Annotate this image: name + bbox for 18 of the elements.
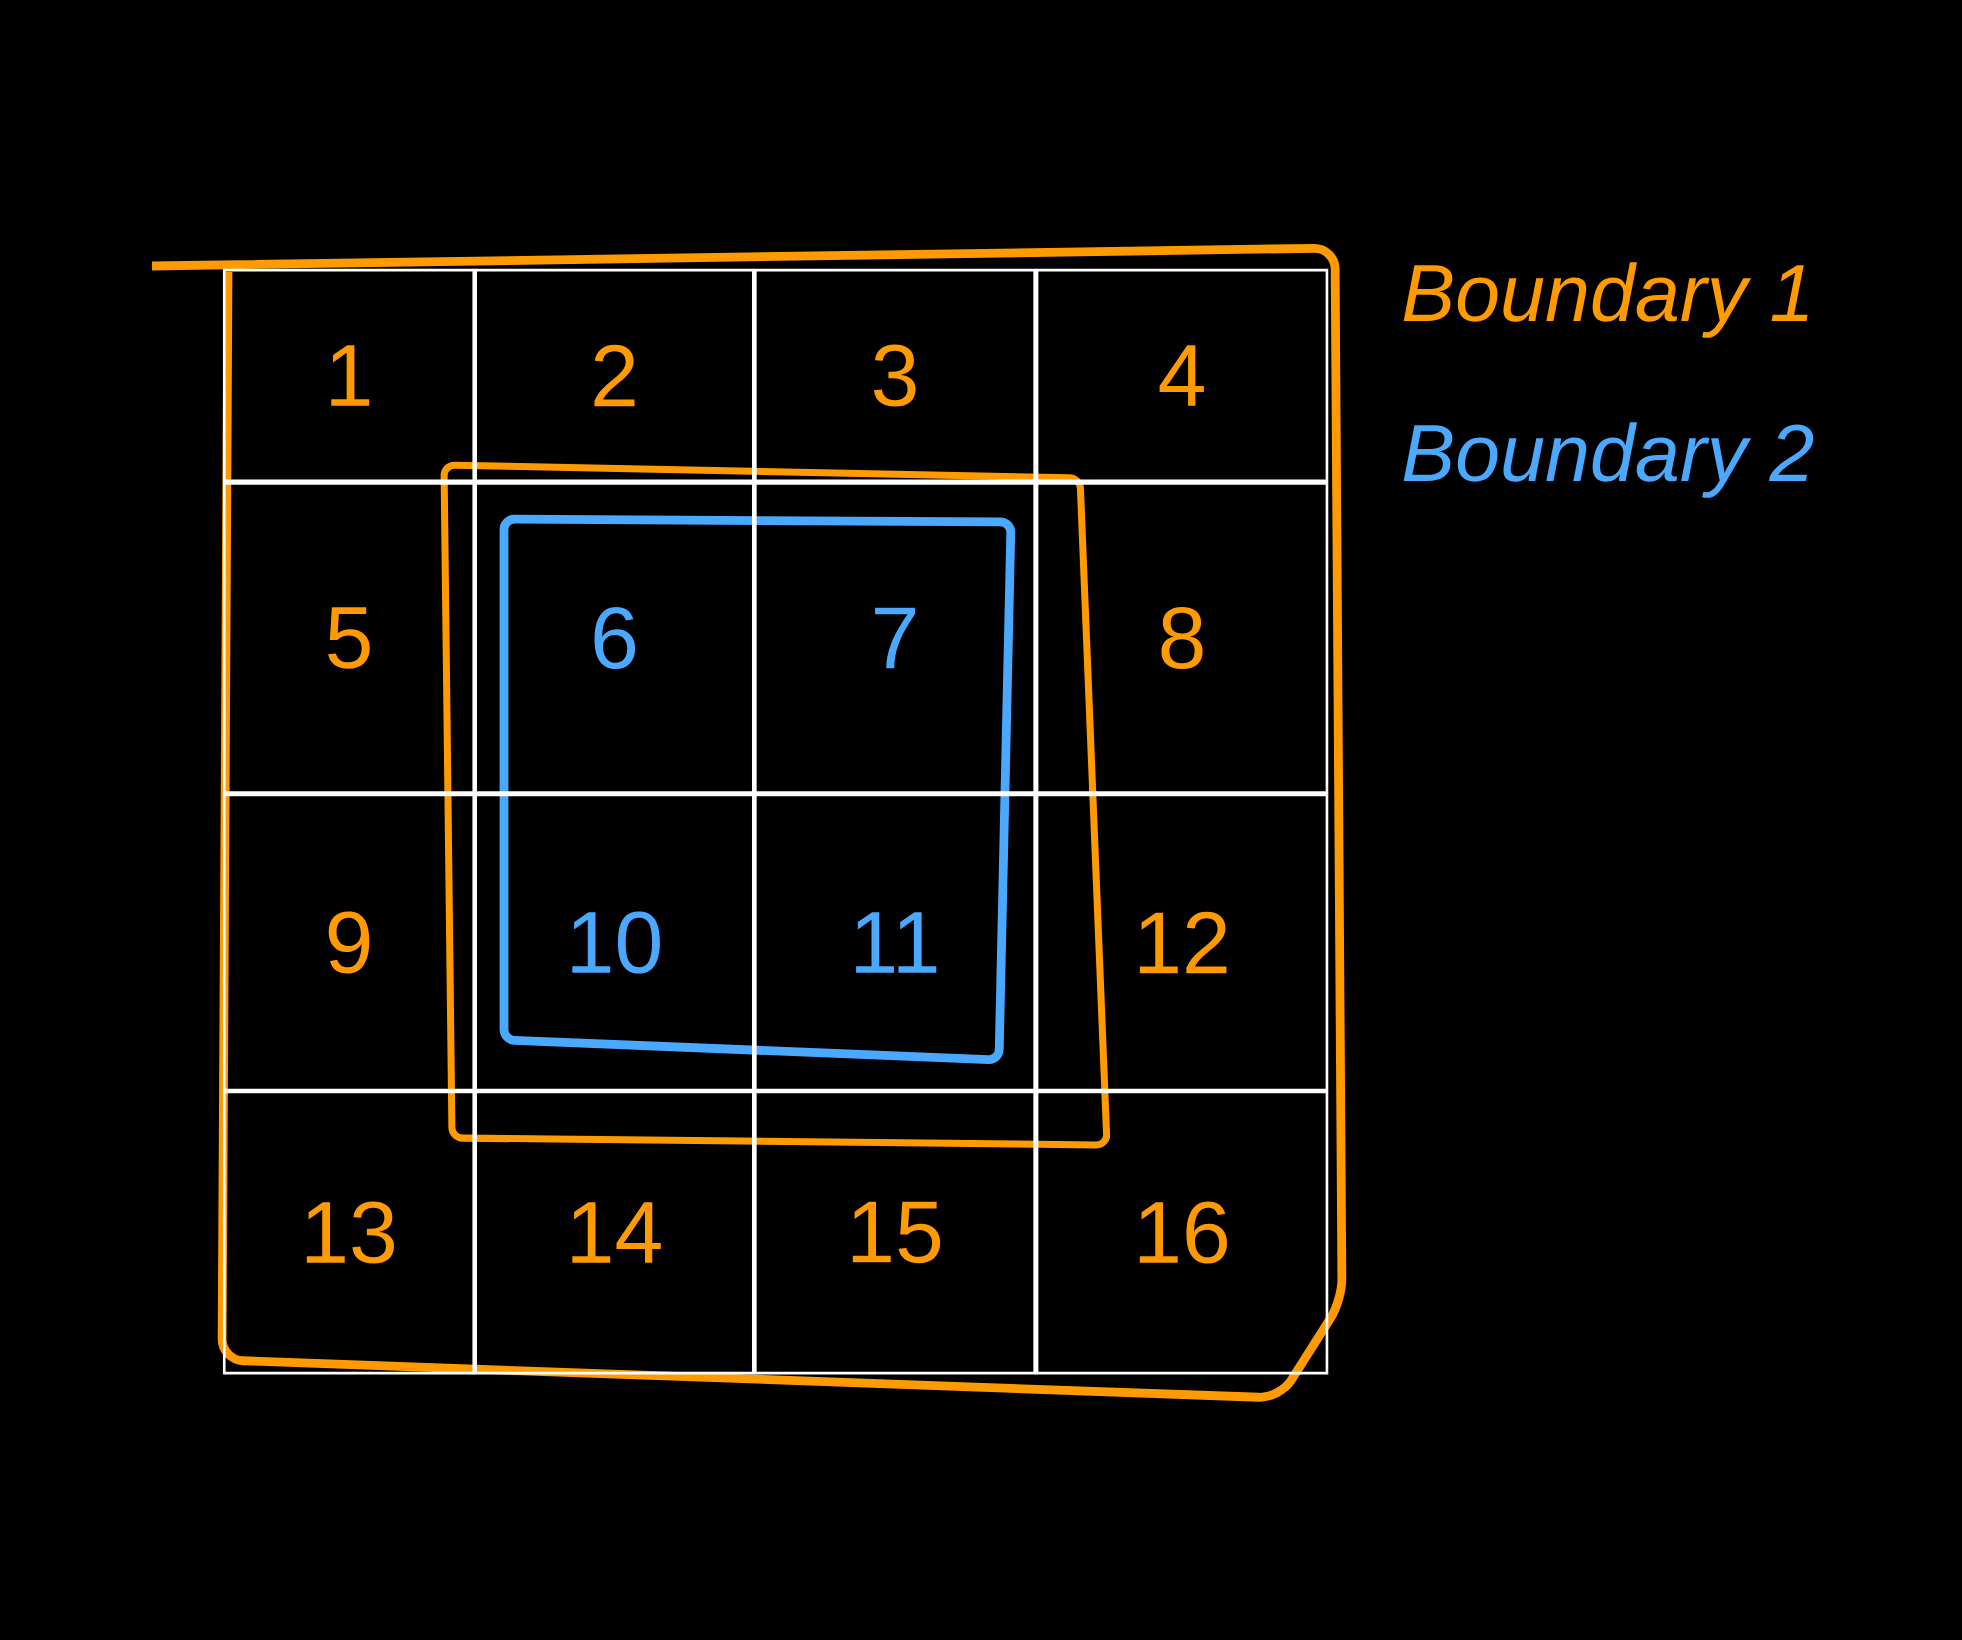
grid-cell: 7 <box>754 482 1036 794</box>
grid-cell: 12 <box>1035 793 1329 1092</box>
grid-cell: 6 <box>474 482 755 794</box>
grid-cell: 2 <box>474 268 755 483</box>
legend-label: Boundary 1 <box>1403 262 1808 338</box>
grid-cell: 10 <box>474 793 755 1092</box>
grid-cell: 14 <box>474 1090 755 1375</box>
grid-cell: 4 <box>1035 268 1329 483</box>
grid-cell: 16 <box>1035 1090 1329 1375</box>
grid-cell: 1 <box>222 268 476 483</box>
grid-cell: 9 <box>222 793 476 1092</box>
grid-cell: 3 <box>754 268 1036 483</box>
grid-cell: 8 <box>1035 482 1329 794</box>
grid-cell: 13 <box>222 1090 476 1375</box>
grid-cell: 11 <box>754 793 1036 1092</box>
grid-cell: 15 <box>754 1090 1036 1375</box>
grid-cell: 5 <box>222 482 476 794</box>
legend-label: Boundary 2 <box>1403 422 1814 498</box>
